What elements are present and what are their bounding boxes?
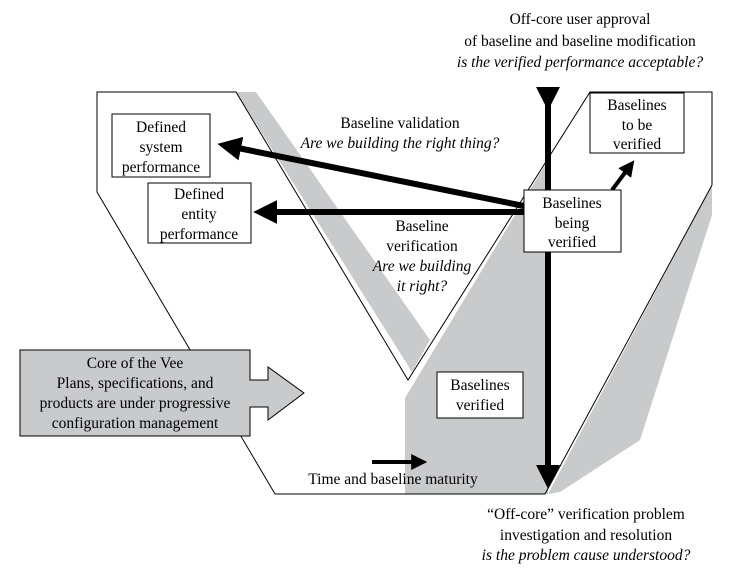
top-label-line2: of baseline and baseline modification <box>464 33 696 50</box>
verification-question2: it right? <box>397 278 448 295</box>
box-text: entity <box>181 206 217 223</box>
box-baselines-verified: Baselines verified <box>436 371 524 419</box>
to-be-verified-arrow <box>610 160 635 192</box>
box-text: Baselines <box>542 195 601 212</box>
bottom-label-line2: investigation and resolution <box>500 527 672 544</box>
core-text: Plans, specifications, and <box>57 375 214 392</box>
box-text: system <box>139 139 182 156</box>
box-text: performance <box>122 159 200 176</box>
box-text: performance <box>160 226 238 243</box>
box-text: Baselines <box>607 97 666 114</box>
left-inner-shadow <box>236 92 430 372</box>
box-text: Baselines <box>450 377 509 394</box>
bottom-label-question: is the problem cause understood? <box>482 547 691 564</box>
core-text: configuration management <box>52 415 219 432</box>
box-text: being <box>555 215 590 232</box>
verification-line2: verification <box>386 238 458 255</box>
bottom-label-line1: “Off-core” verification problem <box>487 506 685 523</box>
top-label-line1: Off-core user approval <box>510 11 651 28</box>
box-text: to be <box>622 117 653 134</box>
box-baselines-being-verified: Baselines being verified <box>523 189 622 253</box>
box-system-performance: Defined system performance <box>111 113 211 178</box>
box-text: Defined <box>136 119 186 136</box>
core-text: products are under progressive <box>40 395 231 412</box>
validation-arrow <box>217 136 525 209</box>
box-text: verified <box>613 136 661 153</box>
verification-line1: Baseline <box>395 218 448 235</box>
box-entity-performance: Defined entity performance <box>147 182 252 244</box>
validation-question: Are we building the right thing? <box>300 135 500 152</box>
validation-title: Baseline validation <box>340 115 459 132</box>
box-text: verified <box>548 234 596 251</box>
box-baselines-to-be-verified: Baselines to be verified <box>589 92 685 154</box>
core-of-vee-callout: Core of the Vee Plans, specifications, a… <box>19 349 305 437</box>
right-shadow <box>548 185 712 494</box>
verification-question1: Are we building <box>372 258 472 275</box>
vee-outline <box>96 91 713 495</box>
core-text: Core of the Vee <box>87 355 184 372</box>
box-text: verified <box>456 397 504 414</box>
top-label-question: is the verified performance acceptable? <box>457 54 703 71</box>
time-label: Time and baseline maturity <box>308 471 478 488</box>
box-text: Defined <box>174 186 224 203</box>
